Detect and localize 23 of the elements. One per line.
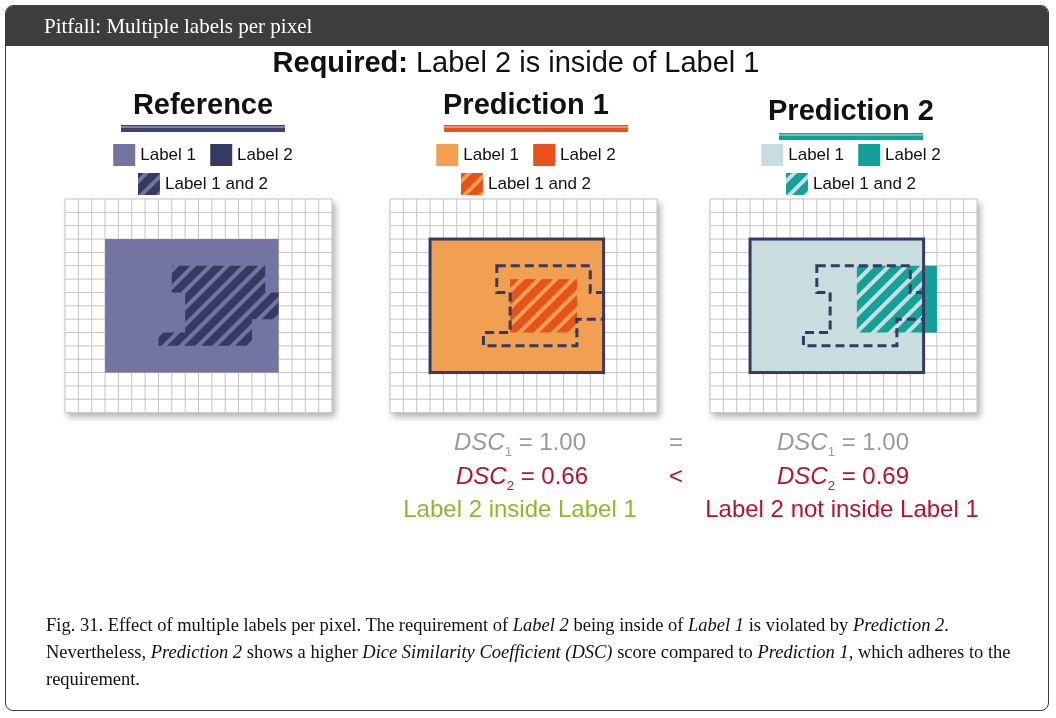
comparison-sign: = bbox=[669, 428, 683, 456]
legend-label: Label 1 bbox=[788, 145, 844, 165]
legend-label: Label 1 and 2 bbox=[813, 174, 916, 194]
verdict-text: Label 2 inside Label 1 bbox=[403, 495, 637, 523]
metric-text: DSC$_{2}$ = 0.66 bbox=[455, 462, 589, 493]
verdict-text: Label 2 not inside Label 1 bbox=[705, 495, 979, 523]
metric-text: DSC$_{1}$ = 1.00 bbox=[776, 428, 910, 459]
panel-heading: Reference bbox=[132, 88, 274, 122]
legend-label: Label 1 bbox=[140, 145, 196, 165]
legend-label: Label 1 bbox=[463, 145, 519, 165]
metric-text: DSC$_{2}$ = 0.69 bbox=[776, 462, 910, 493]
panel-heading: Prediction 1 bbox=[443, 88, 609, 122]
metric-text: DSC$_{1}$ = 1.00 bbox=[453, 428, 587, 459]
legend-label: Label 2 bbox=[560, 145, 616, 165]
legend-label: Label 1 and 2 bbox=[488, 174, 591, 194]
requirement-text: Required: Label 2 is inside of Label 1 bbox=[272, 46, 760, 80]
comparison-sign: < bbox=[669, 462, 683, 490]
legend-label: Label 2 bbox=[237, 145, 293, 165]
legend-label: Label 1 and 2 bbox=[165, 174, 268, 194]
figure-caption: Fig. 31. Effect of multiple labels per pixel. The requirement of Label 2 being inside of Label 1 is violated by Prediction 2. Nevertheless, Prediction 2 shows a higher Dice Similarity Coefficient (DSC) score compared to Prediction 1, which adheres to the requirement. bbox=[46, 614, 1012, 691]
legend-label: Label 2 bbox=[885, 145, 941, 165]
header-title: Pitfall: Multiple labels per pixel bbox=[44, 13, 313, 39]
panel-heading: Prediction 2 bbox=[768, 94, 934, 128]
